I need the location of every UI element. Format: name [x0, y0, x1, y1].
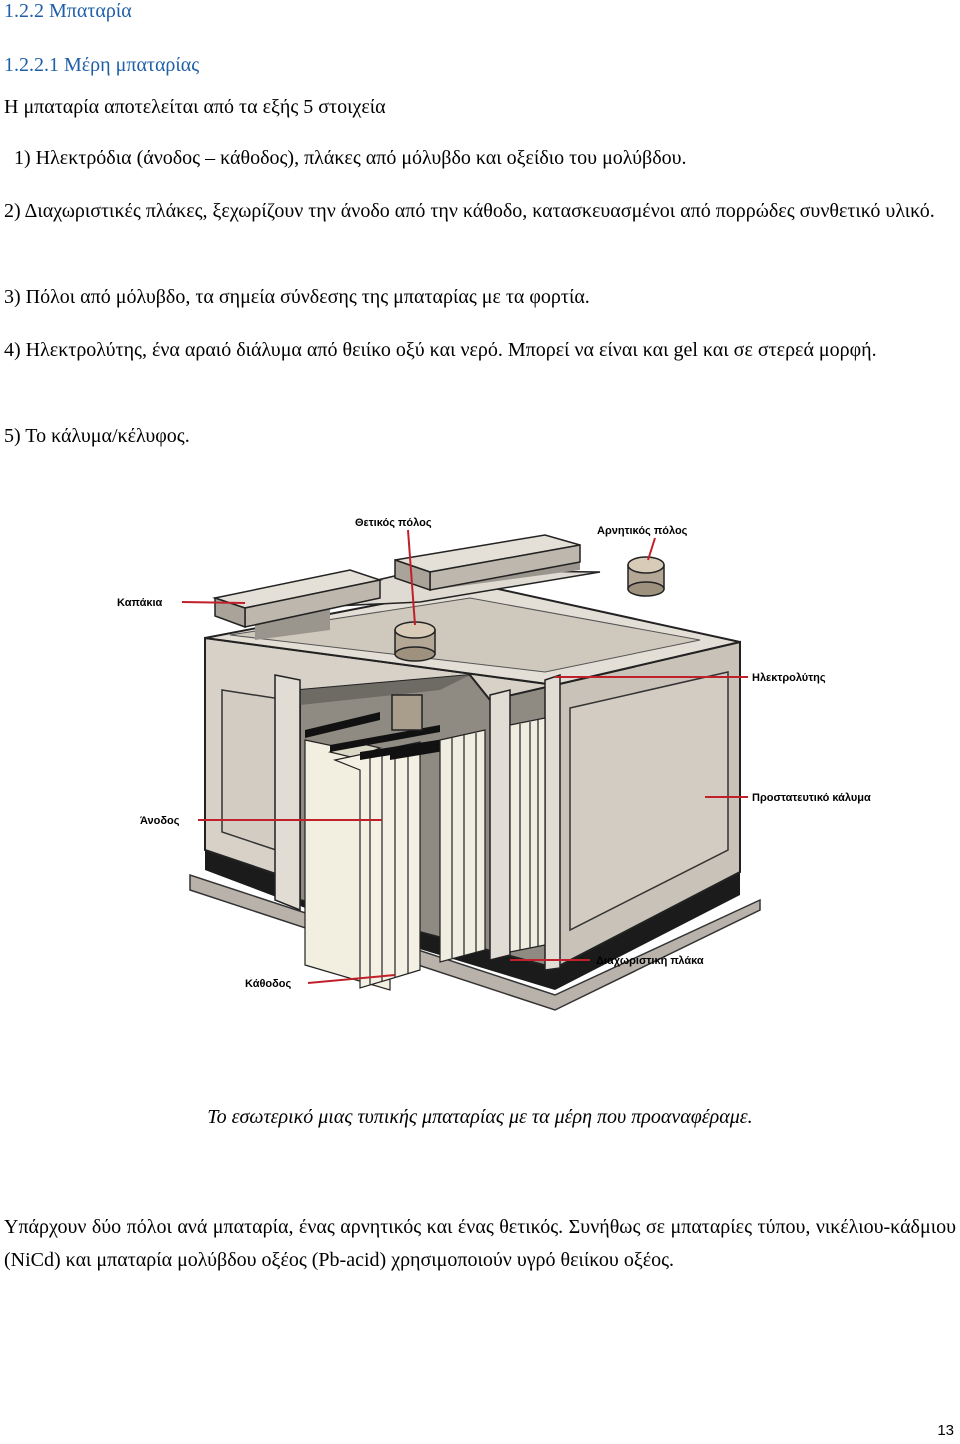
intro-text: Η μπαταρία αποτελείται από τα εξής 5 στο… [4, 96, 386, 118]
subsection-heading[interactable]: 1.2.2.1 Μέρη μπαταρίας [4, 54, 200, 76]
label-negative-pole: Αρνητικός πόλος [597, 525, 688, 537]
label-positive-pole: Θετικός πόλος [355, 517, 432, 529]
page-number: 13 [937, 1422, 954, 1439]
battery-diagram: Θετικός πόλος Αρνητικός πόλος Καπάκια Ηλ… [117, 517, 871, 1011]
list-item-4: 4) Ηλεκτρολύτης, ένα αραιό διάλυμα από θ… [4, 339, 877, 361]
label-protective-cover: Προστατευτικό κάλυμα [752, 792, 871, 804]
closing-paragraph: Υπάρχουν δύο πόλοι ανά μπαταρία, ένας αρ… [4, 1216, 956, 1271]
list-item-3: 3) Πόλοι από μόλυβδο, τα σημεία σύνδεσης… [4, 286, 590, 308]
label-electrolyte: Ηλεκτρολύτης [752, 672, 826, 684]
label-caps: Καπάκια [117, 597, 163, 609]
figure-caption: Το εσωτερικό μιας τυπικής μπαταρίας με τ… [207, 1106, 753, 1128]
label-anode: Άνοδος [140, 815, 180, 827]
list-item-1: 1) Ηλεκτρόδια (άνοδος – κάθοδος), πλάκες… [14, 147, 687, 169]
list-item-2: 2) Διαχωριστικές πλάκες, ξεχωρίζουν την … [4, 200, 935, 222]
section-heading[interactable]: 1.2.2 Μπαταρία [4, 0, 132, 22]
list-item-5: 5) Το κάλυμα/κέλυφος. [4, 425, 190, 447]
label-separator: Διαχωριστική πλάκα [596, 955, 704, 967]
label-cathode: Κάθοδος [245, 978, 292, 990]
